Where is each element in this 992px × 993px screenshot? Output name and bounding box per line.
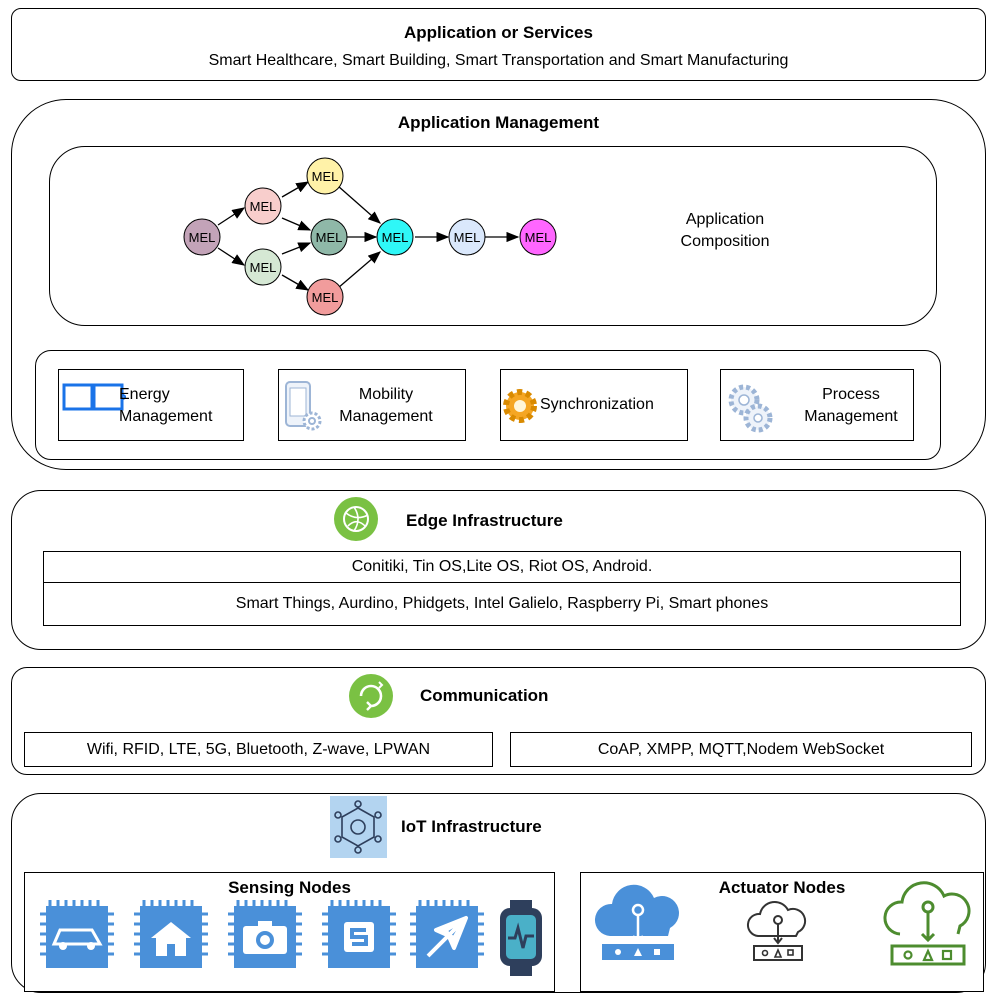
energy-management-module: Energy Management <box>58 369 244 441</box>
energy-management-label: Energy Management <box>119 386 213 425</box>
edge-infrastructure-title: Edge Infrastructure <box>406 511 563 530</box>
mel-node <box>519 218 557 256</box>
globe-icon <box>334 497 378 541</box>
communication-protocols-right: CoAP, XMPP, MQTT,Nodem WebSocket <box>510 732 972 767</box>
mel-node <box>310 218 348 256</box>
mel-node-label: MEL <box>316 230 343 245</box>
mel-node-label: MEL <box>312 169 339 184</box>
application-composition-box <box>49 146 937 326</box>
application-services-title: Application or Services <box>404 23 593 42</box>
mel-node-label: MEL <box>525 230 552 245</box>
gears-icon <box>728 384 773 433</box>
house-chip-icon <box>134 900 208 968</box>
application-composition-label: Application Composition <box>650 206 800 256</box>
mel-node <box>306 278 344 316</box>
mobile-gear-icon <box>285 381 322 431</box>
sensing-nodes-title: Sensing Nodes <box>228 878 351 897</box>
mel-node-label: MEL <box>454 230 481 245</box>
mel-node-label: MEL <box>250 260 277 275</box>
mel-node-label: MEL <box>382 230 409 245</box>
cloud-actuator-icon-green <box>883 881 971 966</box>
mel-node-label: MEL <box>312 290 339 305</box>
composition-label-line2: Composition <box>680 233 770 250</box>
cloud-actuator-icon-dark <box>746 900 807 961</box>
application-management-title: Application Management <box>397 113 600 132</box>
composition-label-line1: Application <box>685 211 765 228</box>
mel-node-label: MEL <box>250 199 277 214</box>
synchronization-label: Synchronization <box>540 396 654 413</box>
car-chip-icon <box>40 900 114 968</box>
edge-devices-row: Smart Things, Aurdino, Phidgets, Intel G… <box>43 582 961 626</box>
edge-os-row: Conitiki, Tin OS,Lite OS, Riot OS, Andro… <box>43 551 961 583</box>
mel-node-label: MEL <box>189 230 216 245</box>
mobility-management-label: Mobility Management <box>339 386 433 425</box>
mel-node <box>448 218 486 256</box>
mobility-management-module: Mobility Management <box>278 369 466 441</box>
mel-node <box>306 157 344 195</box>
iot-infrastructure-title: IoT Infrastructure <box>401 817 542 836</box>
mel-node <box>183 218 221 256</box>
gear-icon <box>503 389 537 423</box>
process-management-label: Process Management <box>804 386 898 425</box>
application-services-panel: Application or Services Smart Healthcare… <box>11 8 986 81</box>
mel-node <box>244 248 282 286</box>
cloud-actuator-icon-blue <box>594 884 679 960</box>
sensor-icons <box>40 900 542 976</box>
network-icon <box>330 796 387 858</box>
camera-chip-icon <box>228 900 302 968</box>
mel-node <box>376 218 414 256</box>
chip-icon <box>322 900 396 968</box>
process-management-module: Process Management <box>720 369 914 441</box>
communication-title: Communication <box>420 686 549 705</box>
synchronization-module: Synchronization <box>500 369 688 441</box>
cycle-icon <box>349 674 393 718</box>
actuator-nodes-title: Actuator Nodes <box>718 878 846 897</box>
airplane-chip-icon <box>410 900 484 968</box>
communication-protocols-left: Wifi, RFID, LTE, 5G, Bluetooth, Z-wave, … <box>24 732 493 767</box>
mel-node <box>244 187 282 225</box>
actuator-icons <box>594 881 971 966</box>
battery-icon <box>62 383 126 411</box>
application-services-subtitle: Smart Healthcare, Smart Building, Smart … <box>208 52 789 69</box>
smartwatch-icon <box>500 900 542 976</box>
